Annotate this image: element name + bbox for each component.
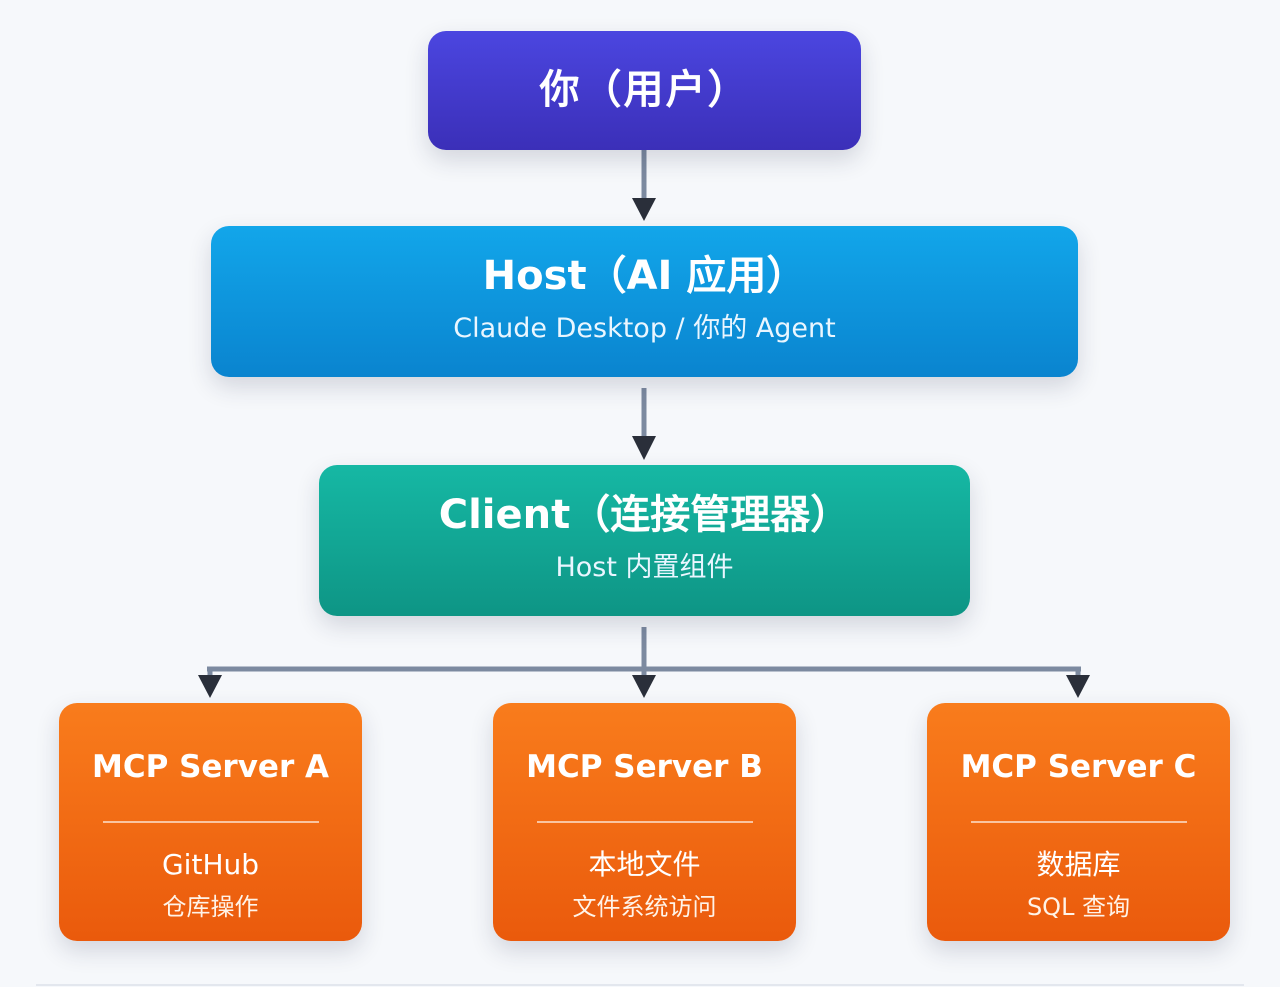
server-a-title: MCP Server A [91, 749, 330, 785]
host-node: Host（AI 应用） Claude Desktop / 你的 Agent [211, 226, 1078, 377]
host-title: Host（AI 应用） [482, 253, 807, 299]
arrow-to-server-b [632, 675, 656, 698]
server-a-main: GitHub [161, 848, 260, 881]
arrow-to-host [632, 198, 656, 221]
server-c-title: MCP Server C [960, 749, 1197, 785]
server-b-node: MCP Server B 本地文件 文件系统访问 [493, 703, 796, 941]
bottom-divider [36, 984, 1244, 986]
arrow-to-server-a [198, 675, 222, 698]
arrow-to-server-c [1066, 675, 1090, 698]
host-subtitle: Claude Desktop / 你的 Agent [453, 313, 836, 344]
server-a-divider [102, 821, 319, 823]
server-b-divider [536, 821, 753, 823]
server-c-main: 数据库 [1036, 848, 1121, 881]
server-b-sub: 文件系统访问 [572, 893, 717, 921]
arrow-to-client [632, 436, 656, 460]
client-subtitle: Host 内置组件 [555, 552, 734, 583]
server-a-sub: 仓库操作 [162, 893, 259, 921]
server-b-title: MCP Server B [526, 749, 763, 785]
user-node: 你（用户） [428, 31, 861, 150]
server-a-node: MCP Server A GitHub 仓库操作 [59, 703, 362, 941]
user-title: 你（用户） [539, 67, 750, 113]
client-title: Client（连接管理器） [438, 492, 851, 538]
client-node: Client（连接管理器） Host 内置组件 [319, 465, 970, 616]
server-c-sub: SQL 查询 [1026, 893, 1131, 921]
server-b-main: 本地文件 [588, 848, 701, 881]
server-c-node: MCP Server C 数据库 SQL 查询 [927, 703, 1230, 941]
server-c-divider [970, 821, 1187, 823]
